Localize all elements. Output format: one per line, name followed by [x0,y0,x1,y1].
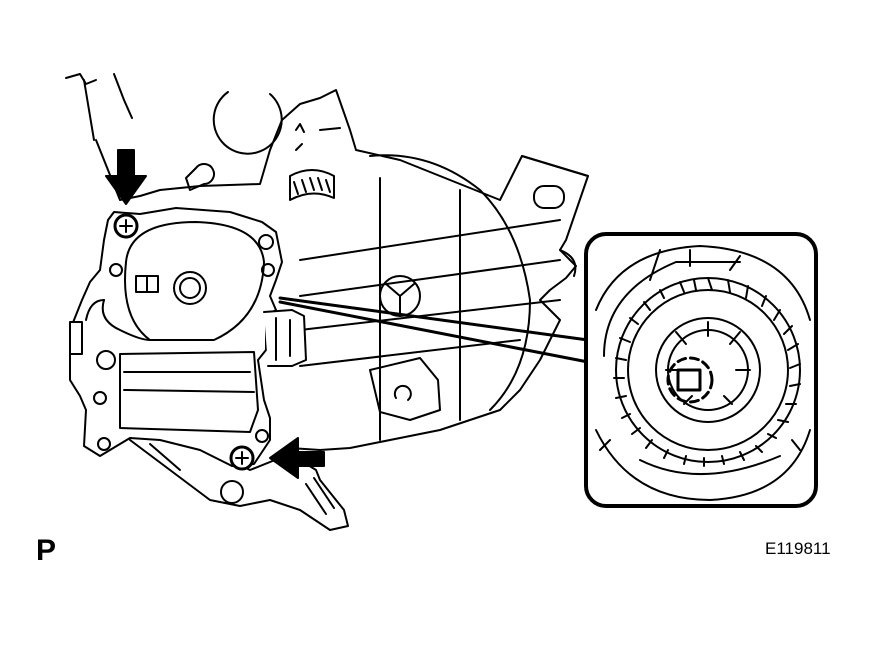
lower-mounting-screw [229,445,255,471]
figure-id: E119811 [765,539,831,558]
gear-teeth [613,277,801,467]
detail-leader-lines [278,296,590,364]
detail-inset [584,232,818,508]
housing-outline [65,73,589,451]
servo-motor [69,207,307,471]
arrow-left-icon [269,437,325,479]
arrow-down-icon [105,149,147,205]
upper-mounting-screw [113,213,139,239]
view-label: P [36,534,57,567]
